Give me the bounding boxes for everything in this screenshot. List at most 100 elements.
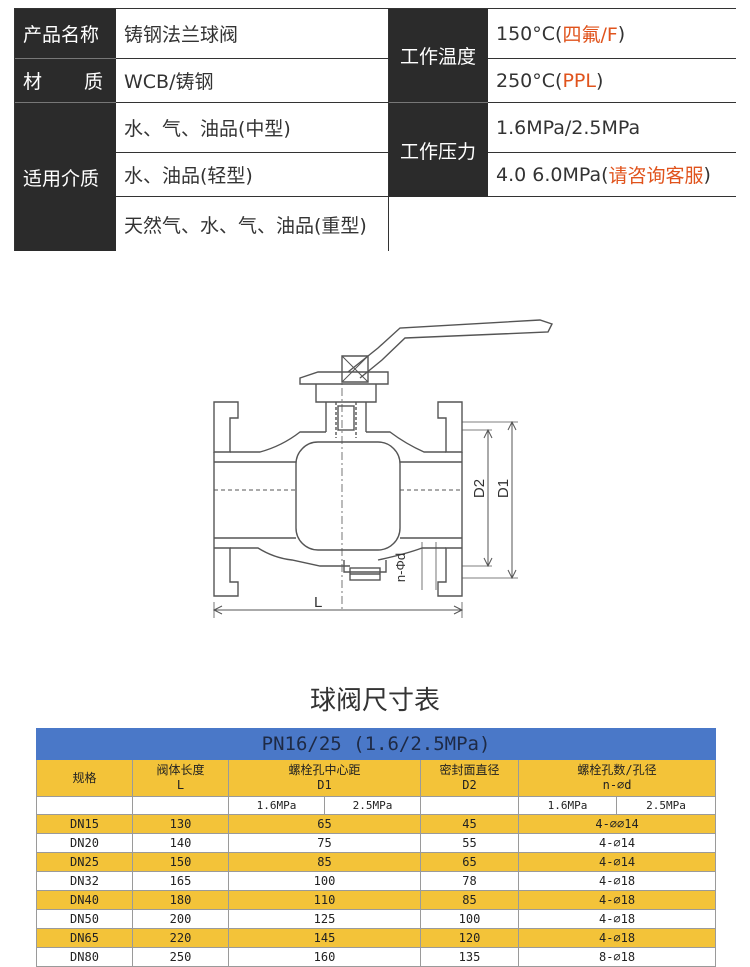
cell-spec: DN40 <box>36 890 133 910</box>
cell-d2: 65 <box>420 852 519 872</box>
cell-d2: 55 <box>420 833 519 853</box>
body-bottom <box>230 547 446 567</box>
cell-nd: 4-⌀18 <box>517 928 717 948</box>
cell-spec: DN20 <box>36 833 133 853</box>
cell-d2: 100 <box>420 909 519 929</box>
temp-label: 工作温度 <box>388 9 488 103</box>
cell-spec: DN32 <box>36 871 133 891</box>
right-flange-bottom <box>437 452 463 597</box>
subheader-nd-25: 2.5MPa <box>615 796 717 815</box>
cell-nd: 4-⌀18 <box>517 890 717 910</box>
media-label: 适用介质 <box>15 103 116 251</box>
pressure-value-2-highlight: 请咨询客服 <box>608 165 704 187</box>
cell-d1: 145 <box>228 928 421 948</box>
pressure-value-2: 4.0 6.0MPa(请咨询客服) <box>488 153 736 197</box>
subheader-row: 1.6MPa 2.5MPa 1.6MPa 2.5MPa <box>36 796 717 815</box>
spec-divider <box>388 9 389 251</box>
header-d1-label: 螺栓孔中心距 <box>288 763 361 777</box>
cell-d1: 85 <box>228 852 421 872</box>
cell-length: 180 <box>132 890 229 910</box>
cell-length: 150 <box>132 852 229 872</box>
cell-d1: 100 <box>228 871 421 891</box>
header-spec-label: 规格 <box>72 770 97 785</box>
handle-lever <box>347 319 553 379</box>
cell-spec: DN80 <box>36 947 133 967</box>
cell-d1: 65 <box>228 814 421 834</box>
cell-d2: 85 <box>420 890 519 910</box>
cell-d2: 78 <box>420 871 519 891</box>
cell-spec: DN15 <box>36 814 133 834</box>
pressure-value-2-end: ) <box>703 163 711 186</box>
product-name-label: 产品名称 <box>15 9 116 59</box>
pressure-label: 工作压力 <box>388 103 488 197</box>
empty-cell <box>388 197 736 251</box>
cell-length: 200 <box>132 909 229 929</box>
temp-value-1-text: 150°C( <box>496 22 563 45</box>
pressure-band: PN16/25 (1.6/2.5MPa) <box>35 728 717 760</box>
dim-label-l: L <box>314 594 323 611</box>
right-flange-top <box>437 401 463 453</box>
cell-d1: 75 <box>228 833 421 853</box>
media-value-2: 水、油品(轻型) <box>116 153 388 197</box>
cell-length: 130 <box>132 814 229 834</box>
material-value: WCB/铸钢 <box>116 59 388 103</box>
subheader-empty <box>420 796 519 815</box>
pressure-band-row: PN16/25 (1.6/2.5MPa) <box>35 728 717 760</box>
ball <box>295 441 401 551</box>
pressure-value-2-text: 4.0 6.0MPa( <box>496 163 609 186</box>
cell-length: 220 <box>132 928 229 948</box>
cell-nd: 4-⌀14 <box>517 833 717 853</box>
dimension-table-title: 球阀尺寸表 <box>309 686 440 716</box>
cell-nd: 8-⌀18 <box>517 947 717 967</box>
header-length-symbol: L <box>176 778 185 792</box>
media-value-3: 天然气、水、气、油品(重型) <box>116 197 388 251</box>
cell-spec: DN50 <box>36 909 133 929</box>
cell-length: 165 <box>132 871 229 891</box>
cell-nd: 4-⌀18 <box>517 871 717 891</box>
cell-spec: DN65 <box>36 928 133 948</box>
cell-d2: 120 <box>420 928 519 948</box>
cell-length: 250 <box>132 947 229 967</box>
cell-d1: 160 <box>228 947 421 967</box>
header-length-label: 阀体长度 <box>156 763 205 777</box>
pressure-value-1: 1.6MPa/2.5MPa <box>488 103 736 153</box>
cell-nd: 4-⌀14 <box>517 852 717 872</box>
subheader-empty <box>36 796 133 815</box>
stem <box>337 405 355 431</box>
dim-label-d2: D2 <box>471 478 489 499</box>
header-d1-symbol: D1 <box>317 778 332 792</box>
left-flange-top <box>213 401 239 453</box>
temp-value-1-highlight: 四氟/F <box>562 24 618 46</box>
header-spec: 规格 <box>36 759 133 797</box>
product-name-value: 铸钢法兰球阀 <box>116 9 388 59</box>
subheader-d1-25: 2.5MPa <box>324 796 421 815</box>
body-top <box>230 431 446 453</box>
header-d2-label: 密封面直径 <box>439 763 500 777</box>
header-nd-label: 螺栓孔数/孔径 <box>577 763 657 777</box>
cell-d2: 45 <box>420 814 519 834</box>
cell-d1: 110 <box>228 890 421 910</box>
temp-value-2-highlight: PPL <box>562 69 596 92</box>
header-d2-symbol: D2 <box>462 778 477 792</box>
subheader-empty <box>132 796 229 815</box>
left-flange-bottom <box>213 452 239 597</box>
spec-table: 产品名称 材 质 适用介质 铸钢法兰球阀 WCB/铸钢 水、气、油品(中型) 水… <box>14 8 736 251</box>
cell-d1: 125 <box>228 909 421 929</box>
cell-nd: 4-⌀⌀14 <box>517 814 717 834</box>
subheader-d1-16: 1.6MPa <box>228 796 325 815</box>
dim-label-d1: D1 <box>495 478 513 499</box>
